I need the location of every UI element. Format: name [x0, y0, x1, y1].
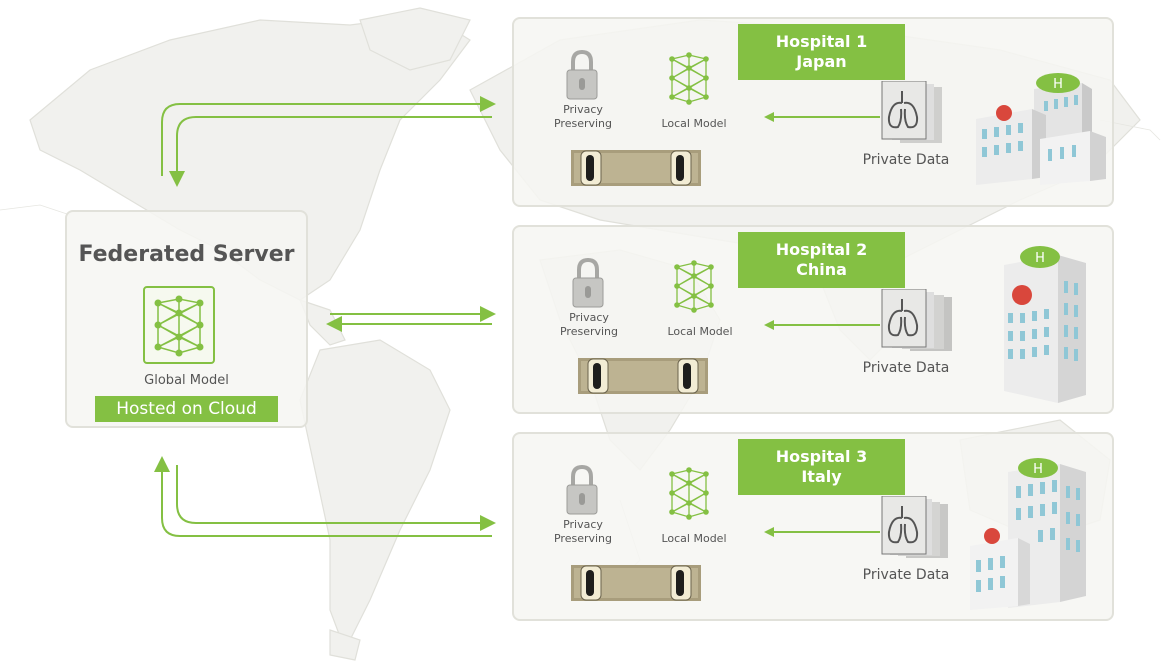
svg-text:H: H — [1053, 77, 1063, 92]
global-model-label: Global Model — [144, 373, 229, 388]
hospital-name-badge: Hospital 3 Italy — [738, 439, 905, 495]
hospital-panel-3: Hospital 3 Italy Privacy Preserving Loca… — [512, 432, 1114, 621]
lock-icon — [566, 49, 598, 100]
server-rack-icon — [571, 565, 701, 601]
lock-icon — [566, 464, 598, 515]
local-model-label: Local Model — [661, 532, 727, 545]
privacy-preserving-label: Privacy Preserving — [553, 518, 613, 545]
hospital-location: China — [796, 260, 847, 279]
hospital-name-badge: Hospital 2 China — [738, 232, 905, 288]
hospital-name-badge: Hospital 1 Japan — [738, 24, 905, 80]
server-rack-icon — [571, 150, 701, 186]
neural-network-icon — [143, 286, 215, 364]
hospital-panel-1: Hospital 1 Japan Privacy Preserving Loca… — [512, 17, 1114, 207]
hosted-on-cloud-badge: Hosted on Cloud — [95, 396, 278, 422]
hospital-panel-2: Hospital 2 China Privacy Preserving Loca… — [512, 225, 1114, 414]
local-model-label: Local Model — [661, 117, 727, 130]
lock-icon — [572, 257, 604, 308]
lung-scan-icon — [881, 81, 942, 143]
arrow-hospital1-to-server — [169, 116, 492, 187]
svg-text:H: H — [1033, 462, 1043, 477]
data-flow-arrow — [764, 320, 880, 330]
hospital-building-icon: H — [1004, 246, 1086, 403]
local-model-label: Local Model — [667, 325, 733, 338]
server-rack-icon — [578, 358, 708, 394]
hospital-location: Italy — [801, 467, 842, 486]
neural-network-icon — [674, 260, 714, 313]
privacy-preserving-label: Privacy Preserving — [559, 311, 619, 338]
hospital-building-icon: H — [976, 73, 1106, 185]
data-flow-arrow — [764, 112, 880, 122]
hospital-building-icon: H — [970, 458, 1086, 610]
hospital-location: Japan — [796, 52, 847, 71]
hospital-name: Hospital 3 — [775, 447, 868, 466]
data-flow-arrow — [764, 527, 880, 537]
private-data-label: Private Data — [862, 360, 950, 376]
private-data-label: Private Data — [862, 152, 950, 168]
arrow-server-to-hospital1 — [161, 96, 496, 176]
arrow-server-to-hospital3 — [176, 465, 496, 531]
lung-scan-icon — [881, 289, 952, 351]
hospital-name: Hospital 2 — [775, 240, 868, 259]
arrow-hospital3-to-server — [154, 456, 492, 537]
privacy-preserving-label: Privacy Preserving — [553, 103, 613, 130]
hospital-name: Hospital 1 — [775, 32, 868, 51]
svg-text:H: H — [1035, 251, 1045, 266]
lung-scan-icon — [881, 496, 948, 558]
federated-server-panel: Federated Server Global Model Hosted on … — [65, 210, 308, 428]
neural-network-icon — [669, 52, 709, 105]
private-data-label: Private Data — [862, 567, 950, 583]
neural-network-icon — [669, 467, 709, 520]
server-title: Federated Server — [78, 242, 295, 267]
